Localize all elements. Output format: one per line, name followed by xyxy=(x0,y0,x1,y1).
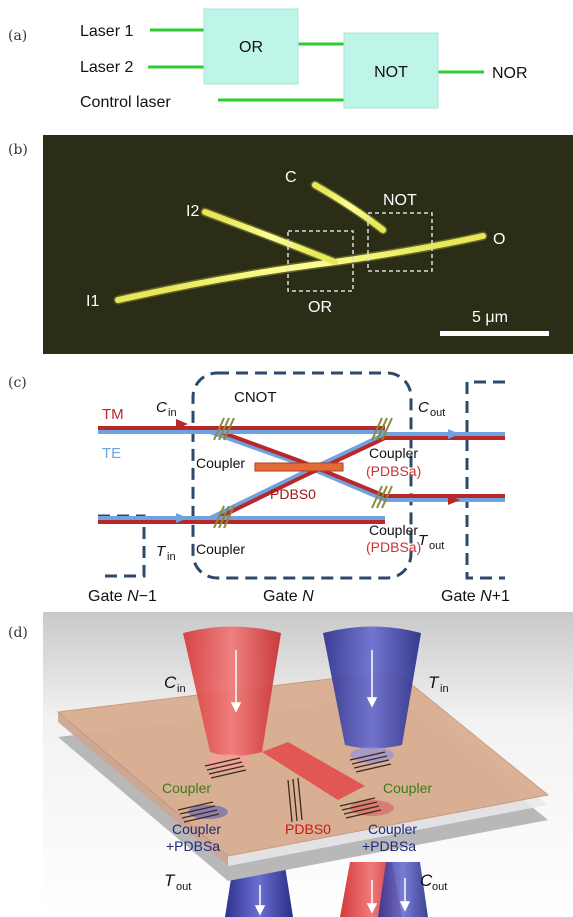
coupler-right-d: Coupler xyxy=(383,780,432,796)
input-control-laser: Control laser xyxy=(80,94,171,111)
label-o: O xyxy=(493,231,505,248)
input-laser-2: Laser 2 xyxy=(80,59,133,76)
not-gate-label: NOT xyxy=(374,64,408,81)
or-region-box xyxy=(287,230,354,292)
coupler-left-d: Coupler xyxy=(162,780,211,796)
label-i2: I2 xyxy=(186,203,199,220)
coupler-pdbsa-left-line1: Coupler xyxy=(172,821,221,837)
pdbsa-label-top: (PDBSa) xyxy=(366,463,421,479)
gate-n-plus-1-boundary xyxy=(465,380,505,580)
pdbsa-label-bottom: (PDBSa) xyxy=(366,539,421,555)
coupler-label-top-right: Coupler xyxy=(369,445,418,461)
pdbs0-bar xyxy=(254,462,344,472)
panel-d: (d) xyxy=(8,612,573,917)
t-out-beam xyxy=(225,866,293,917)
gate-n-minus-1-boundary xyxy=(98,514,146,578)
panel-a: (a) Laser 1 Laser 2 Control laser OR NOT… xyxy=(8,8,528,111)
c-out-main: C xyxy=(418,399,429,416)
label-or: OR xyxy=(308,299,332,316)
c-out-d-sub: out xyxy=(432,881,447,893)
c-in-d-main: C xyxy=(164,673,177,692)
c-in-sub: in xyxy=(168,407,177,419)
t-out-d-main: T xyxy=(164,871,176,890)
micrograph-background xyxy=(43,135,573,354)
panel-b-label: (b) xyxy=(8,142,28,158)
gate-n-plus-1-label: Gate N+1 xyxy=(441,588,510,605)
t-in-main: T xyxy=(156,543,167,560)
te-path-lower xyxy=(98,432,505,520)
beam-paths xyxy=(98,426,505,524)
panel-c-label: (c) xyxy=(8,375,27,391)
c-in-spot xyxy=(206,754,250,770)
coupler-pdbsa-right-line1: Coupler xyxy=(368,821,417,837)
beam-arrows xyxy=(176,419,460,523)
scale-bar-label: 5 μm xyxy=(472,309,508,326)
t-out-d-sub: out xyxy=(176,881,191,893)
coupler-pdbsa-right-line2: +PDBSa xyxy=(362,838,416,854)
c-in-beam xyxy=(183,626,281,756)
t-out-main: T xyxy=(418,532,429,549)
c-out-sub: out xyxy=(430,407,445,419)
beam-direction-arrows xyxy=(230,650,411,916)
tm-path-lower xyxy=(98,436,505,524)
label-c: C xyxy=(285,169,297,186)
gate-n-minus-1-label: Gate N−1 xyxy=(88,588,157,605)
coupler-label-bottom-left: Coupler xyxy=(196,541,245,557)
scale-bar xyxy=(440,331,549,336)
gate-n-boundary xyxy=(191,371,413,580)
tm-path-upper xyxy=(98,426,505,498)
t-out-sub: out xyxy=(429,540,444,552)
output-nor: NOR xyxy=(492,65,528,82)
legend-tm: TM xyxy=(102,406,124,423)
gate-n-label: Gate N xyxy=(263,588,314,605)
c-out-d-main: C xyxy=(420,871,433,890)
panel-c: (c) xyxy=(8,371,510,605)
coupler-marks xyxy=(213,417,393,529)
t-in-d-main: T xyxy=(428,673,440,692)
c-out-beam-blue xyxy=(378,862,428,917)
pdbs0-label-c: PDBS0 xyxy=(270,486,316,502)
not-region-box xyxy=(367,212,433,272)
chip-edge xyxy=(58,712,228,866)
gate-labels: Gate N−1 Gate N Gate N+1 xyxy=(88,588,510,605)
input-laser-1: Laser 1 xyxy=(80,23,133,40)
coupler-label-bottom-right: Coupler xyxy=(369,522,418,538)
coupler-pdbsa-left-line2: +PDBSa xyxy=(166,838,220,854)
chip-gratings xyxy=(177,751,392,823)
red-on-chip-beam xyxy=(262,742,365,800)
c-in-d-sub: in xyxy=(177,683,186,695)
cnot-title: CNOT xyxy=(234,389,277,406)
label-not: NOT xyxy=(383,192,417,209)
not-gate-box xyxy=(343,32,439,109)
t-in-sub: in xyxy=(167,551,176,563)
logic-wires xyxy=(148,28,484,102)
t-in-d-sub: in xyxy=(440,683,449,695)
pdbs0-label-d: PDBS0 xyxy=(285,821,331,837)
or-gate-box xyxy=(203,8,299,85)
c-in-main: C xyxy=(156,399,167,416)
panel-d-label: (d) xyxy=(8,625,28,641)
panel-b: (b) I1 I2 C O OR NOT 5 μm xyxy=(8,135,573,354)
legend-te: TE xyxy=(102,445,121,462)
waveguides xyxy=(113,180,488,305)
label-i1: I1 xyxy=(86,293,99,310)
coupler-label-top-left: Coupler xyxy=(196,455,245,471)
or-gate-label: OR xyxy=(239,39,263,56)
panel-a-label: (a) xyxy=(8,28,27,44)
